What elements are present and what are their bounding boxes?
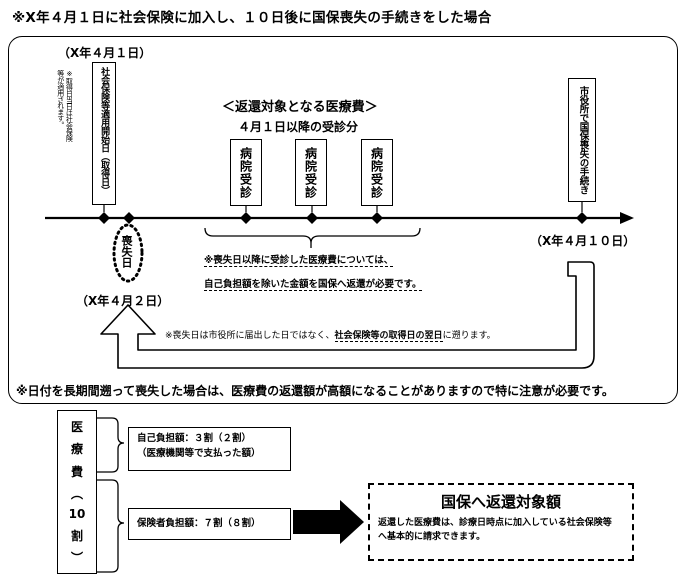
city-office-procedure-box: 市役所で国保喪失の手続き [568,78,596,202]
refund-target-body: 返還した医療費は、診療日時点に加入している社会保険等 へ基本的に請求できます。 [370,512,632,549]
medical-cost-char: 割 [70,528,83,543]
medical-cost-char: ︵ [70,486,83,501]
medical-cost-char: ︶ [70,551,83,566]
visits-bracket [204,227,421,244]
timeline-panel [8,36,678,404]
insurer-pay-text: 保険者負担額：７割（８割） [137,517,261,529]
self-pay-box: 自己負担額：３割（２割） （医療機関等で支払った額） [128,427,291,471]
medical-cost-char: 費 [70,464,83,479]
page-title: ※X年４月１日に社会保険に加入し、１０日後に国保喪失の手続きをした場合 [12,10,492,26]
hospital-visit-3: 病院受診 [361,139,393,206]
diamond-visit-2 [306,212,318,224]
start-note: ※取得日当日は社会保険 等が適用されます。 [56,70,74,210]
diamond-apr10 [576,212,588,224]
medical-cost-char: 10 [68,507,86,522]
diamond-visit-3 [371,212,383,224]
self-pay-line1: 自己負担額：３割（２割） [137,433,252,444]
refund-target-box: 国保へ返還対象額 返還した医療費は、診療日時点に加入している社会保険等 へ基本的… [368,483,634,561]
date-end-label: （X年４月１０日） [530,234,636,248]
self-pay-brace [97,417,125,473]
date-loss-label: （X年４月２日） [76,294,170,308]
diamond-apr2 [123,212,135,224]
start-note-line1: ※取得日当日は社会保険 [65,70,74,142]
diamond-visit-1 [240,212,252,224]
self-pay-line2: （医療機関等で支払った額） [137,447,261,459]
insurer-brace [97,479,125,573]
refund-target-heading: ＜返還対象となる医療費＞ [222,100,378,115]
date-start-label: （X年４月１日） [58,46,152,60]
refund-note-line2: 自己負担額を除いた金額を国保へ返還が必要です。 [204,279,422,291]
diamond-apr1 [98,212,110,224]
refund-body-line2: へ基本的に請求できます。 [378,532,486,543]
refund-target-title: 国保へ返還対象額 [440,493,561,511]
refund-arrow [293,500,364,544]
refund-body-line1: 返還した医療費は、診療日時点に加入している社会保険等 [378,518,612,528]
loss-date-note: ※喪失日は市役所に届出した日ではなく、社会保険等の取得日の翌日に遡ります。 [165,331,496,342]
medical-cost-label: 医 療 費 ︵ 10 割 ︶ [57,410,97,574]
insurer-pay-box: 保険者負担額：７割（８割） [128,508,291,540]
loss-day-label: 喪失日 [120,235,133,268]
warning-text: ※日付を長期間遡って喪失した場合は、医療費の返還額が高額になることがありますので… [16,384,614,398]
visits-after-apr1-subheading: ４月１日以降の受診分 [238,120,359,134]
medical-cost-char: 医 [70,419,83,434]
refund-note-line1: ※喪失日以降に受診した医療費については、 [204,255,394,267]
hospital-visit-1: 病院受診 [230,139,262,206]
loss-day-ellipse [112,223,144,283]
start-note-line2: 等が適用されます。 [56,70,65,128]
hospital-visit-2: 病院受診 [295,139,327,206]
medical-cost-char: 療 [70,442,83,457]
timeline-arrowhead [620,212,634,224]
coverage-start-box: 社会保険等適用開始日（取得日） [92,62,116,205]
